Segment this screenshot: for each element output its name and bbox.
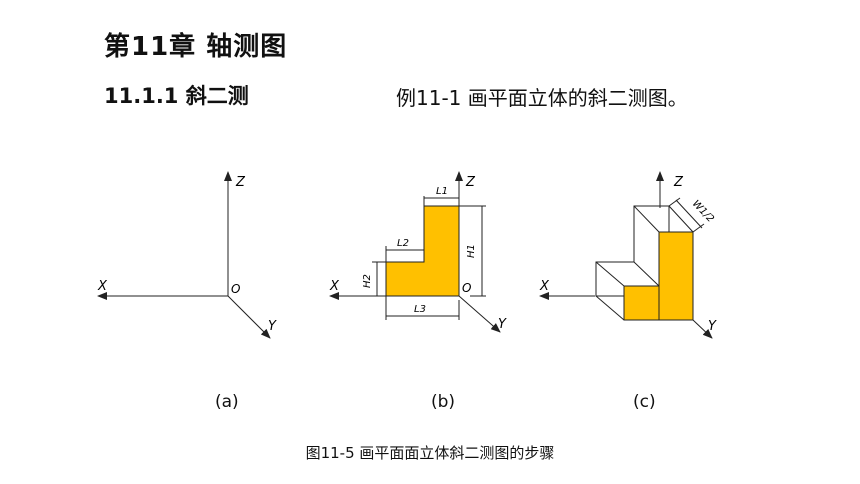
fig-b-origin-label: O (462, 281, 471, 295)
chapter-title: 第11章 轴测图 (104, 32, 288, 62)
fig-c-front-face (623, 231, 694, 321)
fig-b-x-label: X (329, 279, 340, 294)
fig-b-dim-l3: L3 (414, 304, 426, 315)
section-heading: 11.1.1 斜二测 (104, 84, 249, 108)
fig-b-dim-h1: H1 (466, 244, 477, 258)
fig-a-x-label: X (97, 279, 108, 294)
fig-a-y-axis (227, 295, 271, 339)
figure-a-axes (97, 171, 271, 339)
figure-caption: 图11-5 画平面面立体斜二测图的步骤 (305, 444, 555, 462)
fig-b-dim-l1: L1 (436, 186, 448, 197)
figure-b-drawing (329, 171, 501, 333)
fig-b-y-axis (458, 295, 501, 333)
fig-b-z-label: Z (465, 175, 476, 190)
figure-c-drawing (539, 171, 713, 339)
fig-b-dim-l2: L2 (397, 238, 409, 249)
fig-b-dim-h2: H2 (362, 274, 373, 288)
figure-a-label: (a) (215, 392, 239, 412)
fig-b-l-shape (385, 205, 460, 297)
figure-b-label: (b) (431, 392, 456, 412)
fig-a-y-label: Y (268, 319, 277, 334)
fig-c-back-face (595, 205, 670, 297)
fig-a-z-label: Z (235, 175, 246, 190)
fig-c-z-label: Z (673, 175, 684, 190)
fig-c-y-label: Y (708, 319, 717, 334)
example-statement: 例11-1 画平面立体的斜二测图。 (396, 86, 688, 110)
fig-a-origin-label: O (231, 282, 240, 296)
figure-c-label: (c) (633, 392, 656, 412)
fig-c-x-label: X (539, 279, 550, 294)
fig-c-dim-w: W1/2 (690, 198, 716, 224)
fig-b-y-label: Y (498, 317, 507, 332)
fig-c-y-axis (692, 319, 713, 339)
